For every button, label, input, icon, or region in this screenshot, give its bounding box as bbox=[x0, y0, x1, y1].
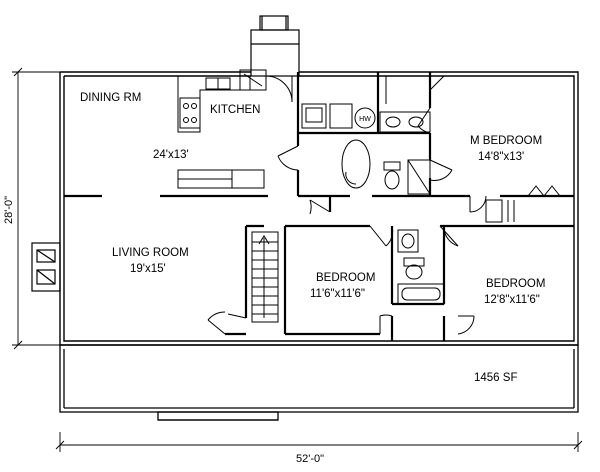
depth-dimension: 28'-0" bbox=[3, 196, 15, 224]
front-porch bbox=[59, 344, 579, 421]
living-room-size: 19'x15' bbox=[130, 263, 166, 275]
master-bedroom-size: 14'8"x13' bbox=[478, 151, 524, 163]
entry-bumpout bbox=[250, 15, 300, 77]
master-bedroom-label: M BEDROOM bbox=[470, 135, 542, 147]
kitchen-size: 24'x13' bbox=[153, 149, 189, 161]
bedroom-2-label: BEDROOM bbox=[316, 272, 375, 284]
bedroom-2-size: 11'6"x11'6" bbox=[310, 288, 365, 300]
doors bbox=[207, 75, 487, 335]
kitchen-fixtures bbox=[177, 69, 267, 189]
dimension-lines bbox=[12, 67, 583, 452]
square-footage: 1456 SF bbox=[474, 372, 517, 384]
width-dimension: 52'-0" bbox=[296, 453, 324, 465]
kitchen-label: KITCHEN bbox=[210, 104, 260, 116]
stair bbox=[251, 231, 279, 323]
dining-room-label: DINING RM bbox=[80, 92, 141, 104]
bedroom-3-size: 12'8"x11'6" bbox=[484, 294, 540, 306]
living-room-label: LIVING ROOM bbox=[112, 247, 189, 259]
bedroom-3-label: BEDROOM bbox=[486, 278, 545, 290]
interior-walls bbox=[64, 72, 574, 341]
fireplace bbox=[31, 242, 61, 292]
water-heater-label: HW bbox=[359, 116, 371, 123]
bath-fixtures bbox=[301, 75, 561, 305]
